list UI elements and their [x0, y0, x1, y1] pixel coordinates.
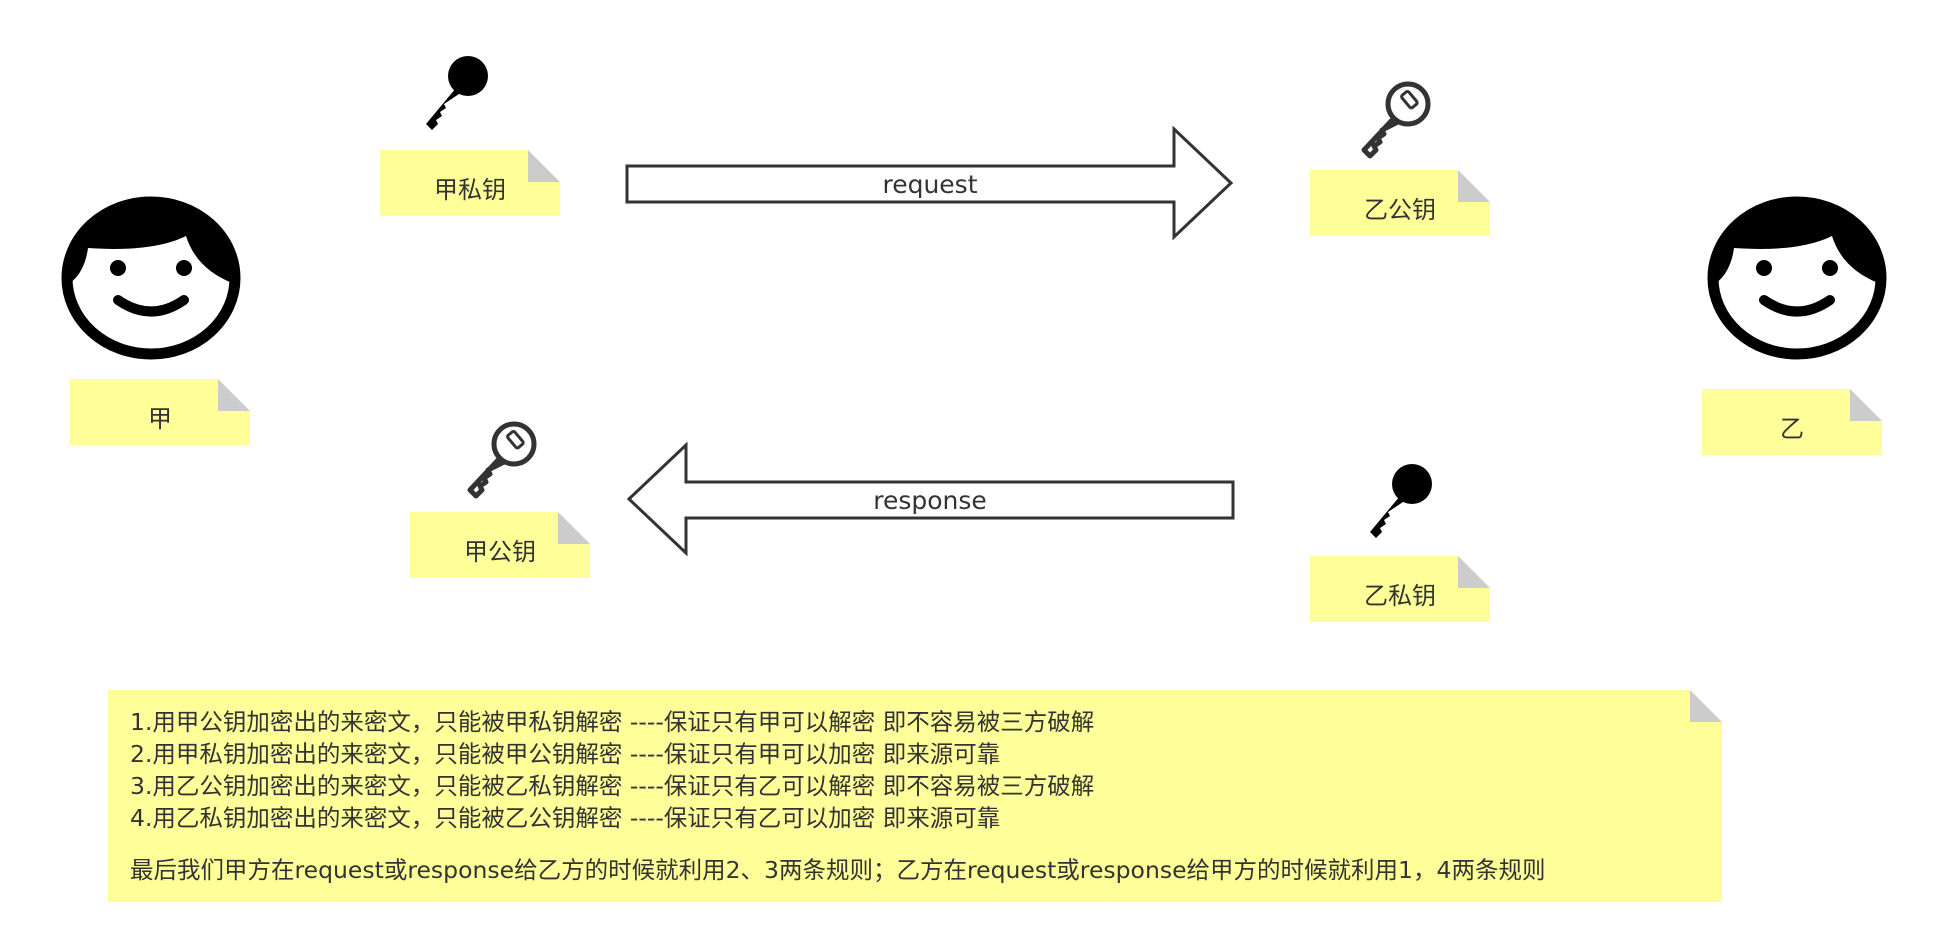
person-a-label-note: 甲 [70, 379, 250, 445]
key-label-b-private: 乙私钥 [1364, 582, 1436, 610]
rule-line-1: 1.用甲公钥加密出的来密文，只能被甲私钥解密 ----保证只有甲可以解密 即不容… [130, 708, 1095, 736]
key-note-b-private: 乙私钥 [1310, 556, 1490, 622]
person-b-name: 乙 [1780, 415, 1804, 443]
request-label: request [882, 170, 978, 199]
key-label-a-private: 甲私钥 [434, 176, 506, 204]
explanation-note: 1.用甲公钥加密出的来密文，只能被甲私钥解密 ----保证只有甲可以解密 即不容… [108, 690, 1722, 902]
rule-line-3: 3.用乙公钥加密出的来密文，只能被乙私钥解密 ----保证只有乙可以解密 即不容… [130, 772, 1095, 800]
key-label-a-public: 甲公钥 [464, 538, 536, 566]
key-note-a-public: 甲公钥 [410, 512, 590, 578]
request-arrow: request [624, 125, 1236, 244]
rule-line-2: 2.用甲私钥加密出的来密文，只能被甲公钥解密 ----保证只有甲可以加密 即来源… [130, 740, 1001, 768]
rule-list: 1.用甲公钥加密出的来密文，只能被甲私钥解密 ----保证只有甲可以解密 即不容… [130, 706, 1094, 834]
outline-key-icon [456, 418, 546, 502]
filled-key-icon [1360, 460, 1436, 542]
summary-line: 最后我们甲方在request或response给乙方的时候就利用2、3两条规则；… [130, 856, 1546, 884]
person-a-name: 甲 [148, 405, 172, 433]
key-note-a-private: 甲私钥 [380, 150, 560, 216]
rule-line-4: 4.用乙私钥加密出的来密文，只能被乙公钥解密 ----保证只有乙可以加密 即来源… [130, 804, 1001, 832]
outline-key-icon [1350, 78, 1440, 162]
person-a-face-icon [58, 188, 244, 362]
response-arrow: response [624, 441, 1236, 560]
person-b-label-note: 乙 [1702, 389, 1882, 455]
filled-key-icon [416, 52, 492, 134]
person-b-face-icon [1704, 188, 1890, 362]
key-label-b-public: 乙公钥 [1364, 196, 1436, 224]
response-label: response [873, 486, 987, 515]
key-note-b-public: 乙公钥 [1310, 170, 1490, 236]
